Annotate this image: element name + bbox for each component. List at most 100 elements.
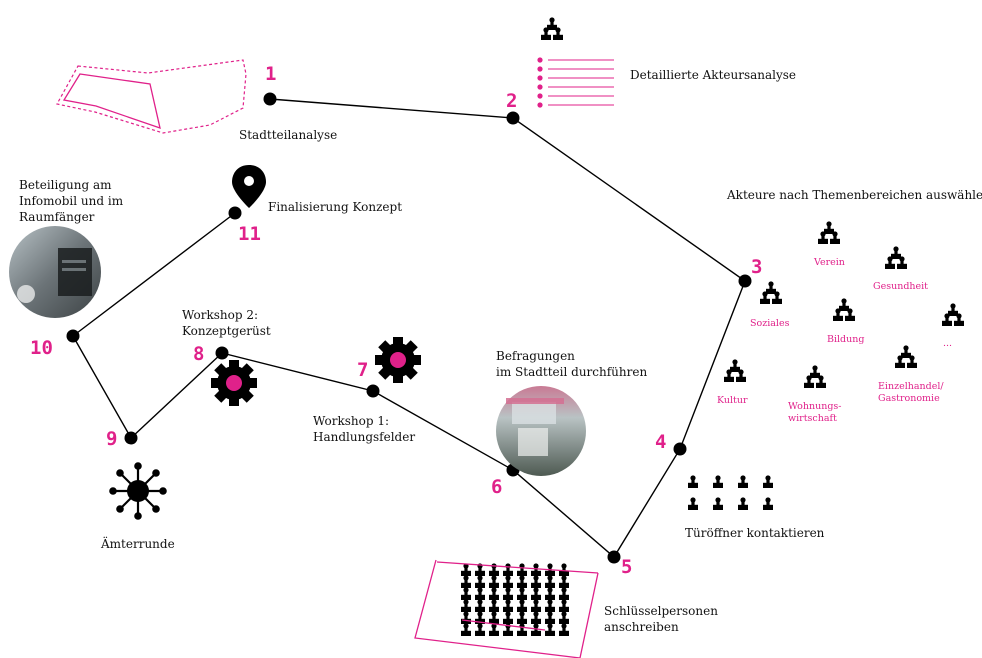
- person-icon: [559, 623, 569, 636]
- step-label-9: Ämterrunde: [101, 537, 175, 551]
- person-icon: [517, 623, 527, 636]
- person-icon: [489, 599, 499, 612]
- theme-label-einzelhandel: Einzelhandel/ Gastronomie: [878, 381, 944, 405]
- photo-infomobil: [9, 226, 101, 318]
- step-label-5-line-1: Schlüsselpersonen: [604, 604, 718, 618]
- step-number-8: 8: [193, 343, 205, 365]
- step-label-10-line-1: Beteiligung am: [19, 178, 112, 192]
- theme-label-gesundheit: Gesundheit: [873, 281, 929, 292]
- process-path: [72, 98, 746, 559]
- step-label-11: Finalisierung Konzept: [268, 200, 403, 214]
- list-icon: [537, 57, 614, 108]
- person-icon: [559, 599, 569, 612]
- step-number-3: 3: [751, 256, 763, 278]
- step-label-7-line-2: Handlungsfelder: [313, 430, 416, 444]
- step-node-9: [124, 431, 138, 445]
- step-node-11: [228, 206, 242, 220]
- person-icon: [489, 623, 499, 636]
- people-grid-icon: [461, 563, 569, 636]
- network-icon: [109, 462, 167, 520]
- group-icon-bildung: [833, 298, 855, 321]
- step-label-5: Schlüsselpersonen anschreiben: [604, 603, 718, 635]
- step-node-1: [263, 92, 277, 106]
- step-node-2: [506, 111, 520, 125]
- person-icon: [489, 611, 499, 624]
- theme-label-soziales: Soziales: [750, 318, 790, 329]
- person-icon: [545, 575, 555, 588]
- person-icon: [475, 575, 485, 588]
- theme-label-wohnungswirtschaft-line-1: Wohnungs-: [788, 401, 842, 412]
- step-node-5: [607, 550, 621, 564]
- theme-label-bildung: Bildung: [827, 334, 865, 345]
- person-icon: [531, 575, 541, 588]
- group-icon-verein: [818, 221, 840, 244]
- person-icon: [461, 623, 471, 636]
- person-icon: [559, 575, 569, 588]
- step-number-6: 6: [491, 476, 503, 498]
- person-icon: [517, 611, 527, 624]
- group-icon-einzelhandel: [895, 345, 917, 368]
- step-label-7: Workshop 1: Handlungsfelder: [313, 413, 415, 445]
- group-icon-gesundheit: [885, 246, 907, 269]
- person-icon: [517, 587, 527, 600]
- person-icon: [475, 623, 485, 636]
- person-icon: [461, 611, 471, 624]
- gear-icon: [375, 337, 421, 383]
- person-icon: [461, 575, 471, 588]
- location-pin-icon: [232, 165, 266, 208]
- area-outline-icon: [56, 59, 247, 134]
- person-icon: [531, 599, 541, 612]
- step-label-8: Workshop 2: Konzeptgerüst: [182, 307, 271, 339]
- step-label-6-line-2: im Stadtteil durchführen: [496, 365, 648, 379]
- person-icon: [461, 599, 471, 612]
- letter-outline-icon: [414, 559, 599, 658]
- step-label-3: Akteure nach Themenbereichen auswählen: [727, 188, 982, 202]
- person-icon: [503, 563, 513, 576]
- person-icon: [517, 575, 527, 588]
- step-number-9: 9: [106, 428, 118, 450]
- person-icon: [559, 563, 569, 576]
- person-icon: [517, 599, 527, 612]
- step-number-10: 10: [30, 337, 53, 359]
- person-icon: [545, 611, 555, 624]
- person-icon: [559, 587, 569, 600]
- person-icon: [545, 587, 555, 600]
- theme-label-more: ...: [943, 338, 953, 349]
- person-icon: [475, 587, 485, 600]
- step-label-6: Befragungen im Stadtteil durchführen: [496, 348, 647, 380]
- people-row-icon: [688, 475, 773, 510]
- step-node-8: [215, 346, 229, 360]
- person-icon: [503, 599, 513, 612]
- step-node-4: [673, 442, 687, 456]
- step-number-7: 7: [357, 359, 369, 381]
- theme-label-wohnungswirtschaft-line-2: wirtschaft: [788, 413, 837, 424]
- person-icon: [461, 587, 471, 600]
- person-icon: [531, 563, 541, 576]
- step-number-4: 4: [655, 431, 667, 453]
- person-icon: [517, 563, 527, 576]
- step-label-8-line-2: Konzeptgerüst: [182, 324, 271, 338]
- step-number-11: 11: [238, 223, 261, 245]
- people-group-icon: [541, 17, 563, 40]
- step-number-1: 1: [265, 63, 277, 85]
- step-label-10-line-2: Infomobil und im: [19, 194, 124, 208]
- group-icon-more: [942, 303, 964, 326]
- step-node-7: [366, 384, 380, 398]
- theme-label-kultur: Kultur: [717, 395, 748, 406]
- step-label-1: Stadtteilanalyse: [239, 128, 338, 142]
- person-icon: [559, 611, 569, 624]
- person-icon: [489, 575, 499, 588]
- group-icon-kultur: [724, 359, 746, 382]
- group-icon-wohnungswirtschaft: [804, 365, 826, 388]
- person-icon: [503, 587, 513, 600]
- step-label-8-line-1: Workshop 2:: [182, 308, 259, 322]
- theme-label-wohnungswirtschaft: Wohnungs- wirtschaft: [788, 401, 841, 425]
- step-label-10-line-3: Raumfänger: [19, 210, 95, 224]
- step-label-4: Türöffner kontaktieren: [685, 526, 825, 540]
- person-icon: [545, 599, 555, 612]
- theme-label-einzelhandel-line-2: Gastronomie: [878, 393, 940, 404]
- person-icon: [489, 587, 499, 600]
- theme-label-einzelhandel-line-1: Einzelhandel/: [878, 381, 944, 392]
